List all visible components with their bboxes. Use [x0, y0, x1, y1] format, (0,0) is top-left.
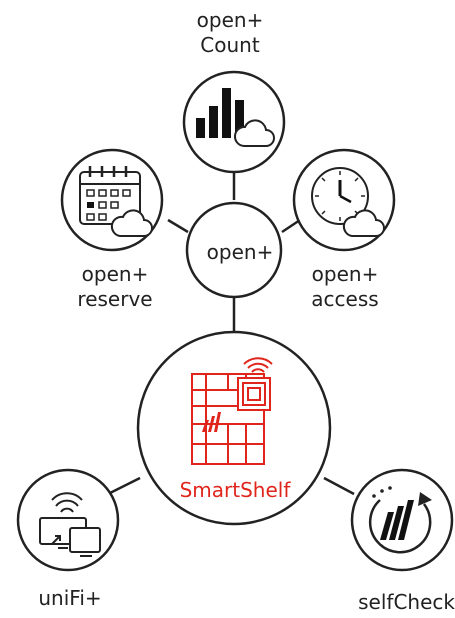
- open-reserve-line1: open+: [81, 262, 149, 286]
- connector-access-hub: [281, 218, 301, 234]
- calendar-cloud-icon: [79, 166, 153, 237]
- open-access-line2: access: [311, 287, 379, 311]
- brand-slash-icon: [202, 412, 221, 432]
- screens-wifi-icon: [39, 492, 101, 557]
- node-unifi: [16, 468, 120, 572]
- smartshelf-label: SmartShelf: [179, 478, 291, 502]
- clock-cloud-icon: [311, 167, 385, 237]
- open-access-label: open+ access: [285, 262, 405, 312]
- open-count-label: open+ Count: [170, 8, 290, 58]
- open-count-line2: Count: [200, 33, 260, 57]
- node-open-access: [292, 148, 396, 252]
- open-count-line1: open+: [196, 8, 264, 32]
- node-smartshelf: [136, 330, 332, 526]
- unifi-label: uniFi+: [38, 586, 102, 610]
- open-access-line1: open+: [311, 262, 379, 286]
- node-open-hub: [185, 201, 283, 299]
- selfcheck-label: selfCheck: [358, 590, 455, 614]
- hub-label: open+: [206, 240, 274, 264]
- open-reserve-label: open+ reserve: [55, 262, 175, 312]
- open-reserve-line2: reserve: [77, 287, 153, 311]
- connector-smartshelf-selfcheck: [323, 476, 355, 496]
- smartshelf-icon: [191, 357, 273, 465]
- node-open-count: [182, 70, 286, 174]
- node-selfcheck: [350, 468, 454, 572]
- bar-chart-cloud-icon: [196, 88, 275, 147]
- refresh-brand-icon: [368, 486, 432, 554]
- connector-reserve-hub: [167, 218, 189, 234]
- node-open-reserve: [60, 148, 164, 252]
